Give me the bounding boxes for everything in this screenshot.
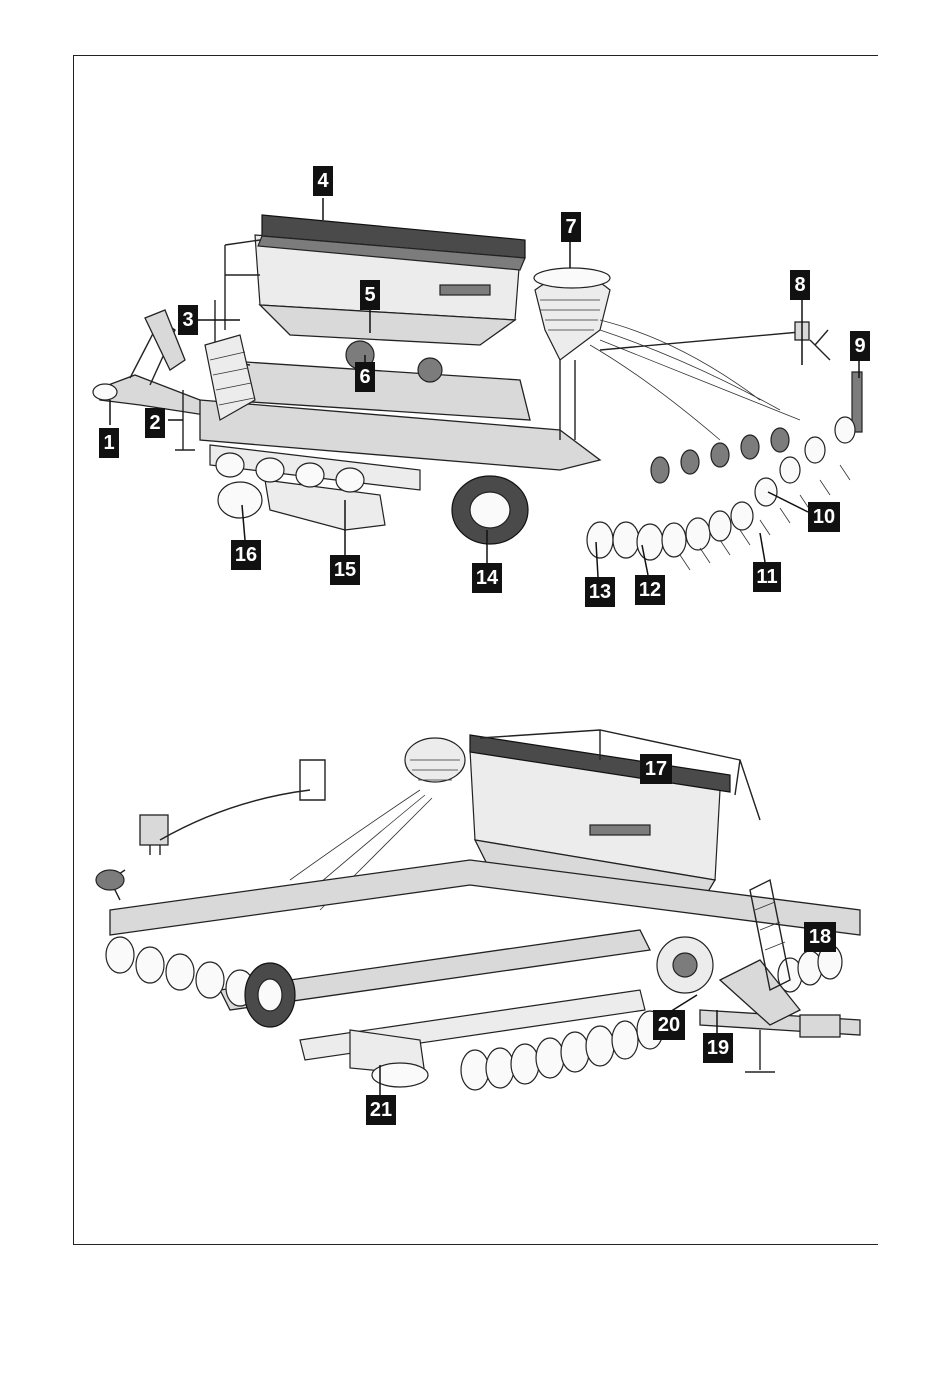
callout-11: 11: [753, 562, 781, 592]
callout-21: 21: [366, 1095, 396, 1125]
callout-3: 3: [178, 305, 198, 335]
callout-20: 20: [653, 1010, 685, 1040]
callout-19: 19: [703, 1033, 733, 1063]
bottom-machine-drawing: [96, 730, 860, 1090]
callout-10: 10: [808, 502, 840, 532]
callout-9: 9: [850, 331, 870, 361]
callout-2: 2: [145, 408, 165, 438]
callout-1: 1: [99, 428, 119, 458]
top-machine-drawing: [93, 215, 862, 570]
callout-14: 14: [472, 563, 502, 593]
callout-15: 15: [330, 555, 360, 585]
callout-17: 17: [640, 754, 672, 784]
callout-5: 5: [360, 280, 380, 310]
callout-7: 7: [561, 212, 581, 242]
callout-4: 4: [313, 166, 333, 196]
callout-12: 12: [635, 575, 665, 605]
callout-18: 18: [804, 922, 836, 952]
callout-16: 16: [231, 540, 261, 570]
callout-6: 6: [355, 362, 375, 392]
callout-13: 13: [585, 577, 615, 607]
callout-8: 8: [790, 270, 810, 300]
